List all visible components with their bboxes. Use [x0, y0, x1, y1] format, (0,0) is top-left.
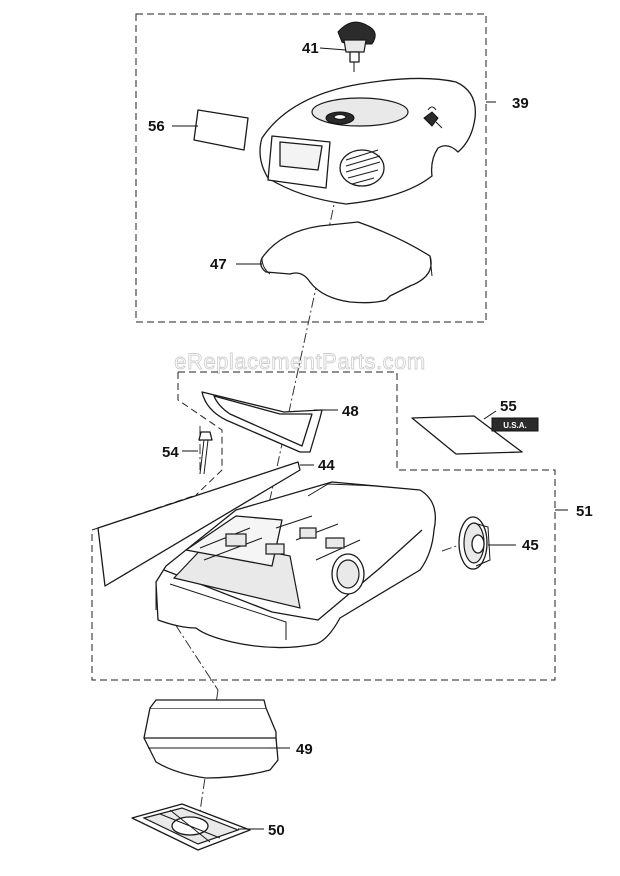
leader-55: [483, 410, 497, 420]
callout-49[interactable]: 49: [296, 741, 313, 758]
part-41-knob[interactable]: [337, 21, 376, 72]
callout-55[interactable]: 55: [500, 398, 517, 415]
callout-56[interactable]: 56: [148, 118, 165, 135]
part-44-side-label[interactable]: [97, 461, 301, 587]
callout-54[interactable]: 54: [162, 444, 179, 461]
part-50-filter-grille[interactable]: [131, 803, 251, 851]
part-48-gasket[interactable]: [201, 391, 323, 453]
group-box-housing: [91, 371, 556, 681]
part-39-top-cover[interactable]: [259, 77, 477, 205]
callout-48[interactable]: 48: [342, 403, 359, 420]
callout-41[interactable]: 41: [302, 40, 319, 57]
watermark-text: eReplacementParts.com: [174, 349, 425, 374]
usa-badge-text: U.S.A.: [503, 421, 527, 430]
part-49-filter[interactable]: [143, 699, 279, 779]
part-51-main-housing[interactable]: [155, 481, 437, 649]
callout-47[interactable]: 47: [210, 256, 227, 273]
part-54-screw[interactable]: [198, 431, 213, 475]
part-45-cap[interactable]: [458, 516, 491, 570]
callout-44[interactable]: 44: [318, 457, 335, 474]
part-47-foam-filter[interactable]: [260, 221, 433, 304]
callout-39[interactable]: 39: [512, 95, 529, 112]
group-box-filter-side: [177, 372, 223, 496]
group-box-top-cover: [135, 13, 487, 323]
callout-50[interactable]: 50: [268, 822, 285, 839]
callout-51[interactable]: 51: [576, 503, 593, 520]
usa-badge: [491, 417, 539, 432]
part-56-label[interactable]: [193, 109, 249, 151]
leader-41: [319, 47, 347, 51]
assembly-axis-line: [261, 121, 353, 537]
part-55-label[interactable]: U.S.A.: [411, 415, 539, 455]
callout-45[interactable]: 45: [522, 537, 539, 554]
